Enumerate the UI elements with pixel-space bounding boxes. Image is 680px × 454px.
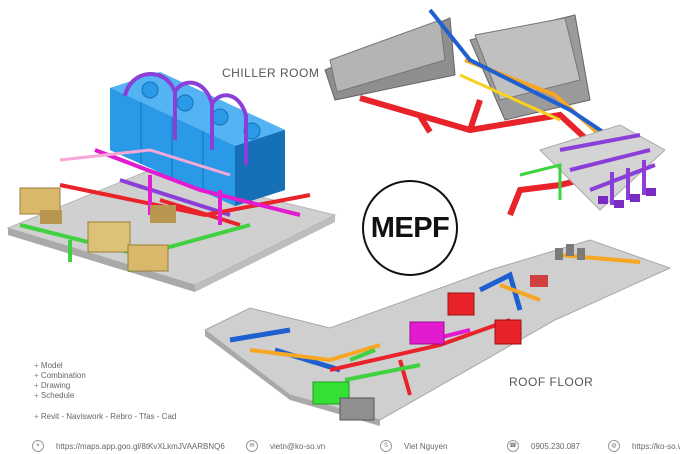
contact-map[interactable]: ⌖ https://maps.app.goo.gl/8tKvXLkmJVAARB… <box>32 440 225 452</box>
pump-units <box>598 188 656 208</box>
tower-grid-right <box>474 17 581 101</box>
contact-phone[interactable]: ☎ 0905.230.087 <box>507 440 580 452</box>
cooling-tower-tanks <box>110 72 285 206</box>
chiller-floor-edge-right <box>195 215 335 292</box>
service-item: Model <box>34 361 86 371</box>
mepf-badge-text: MEPF <box>370 211 450 244</box>
tower-grid-left <box>329 19 446 93</box>
blue-pipe-loop <box>428 8 632 152</box>
roof-small-units <box>530 244 585 287</box>
chiller-floor-edge <box>8 228 195 292</box>
purple-pipe-loop <box>119 72 248 217</box>
roof-green-pipe <box>344 348 421 382</box>
red-pipe-run <box>59 183 311 227</box>
web-link[interactable]: https://ko-so.vn <box>632 441 680 451</box>
red-equipment-right <box>494 319 522 345</box>
mail-icon: ✉ <box>246 440 258 452</box>
contact-skype[interactable]: S Viet Nguyen <box>380 440 447 452</box>
chiller-room-model <box>6 72 337 292</box>
services-list: Model Combination Drawing Schedule <box>34 361 86 401</box>
phone-number[interactable]: 0905.230.087 <box>531 441 580 451</box>
map-link[interactable]: https://maps.app.goo.gl/8tKvXLkmJVAARBNQ… <box>56 441 225 451</box>
chiller-room-title: CHILLER ROOM <box>222 66 320 80</box>
cooling-towers-model <box>324 8 666 217</box>
roof-red-pipe <box>329 318 511 396</box>
skype-name[interactable]: Viet Nguyen <box>404 441 448 451</box>
email-link[interactable]: vietn@ko-so.vn <box>270 441 326 451</box>
software-list: Revit - Naviswork - Rebro - Tfas - Cad <box>34 412 176 421</box>
mepf-badge: MEPF <box>362 180 458 276</box>
roof-floor-title: ROOF FLOOR <box>509 375 594 389</box>
roof-floor-model <box>204 239 672 426</box>
pink-pipe-run <box>59 148 231 177</box>
service-item: Combination <box>34 371 86 381</box>
green-pump-pipe <box>519 163 562 200</box>
chiller-units <box>19 187 176 272</box>
chiller-floor-slab <box>6 169 337 286</box>
purple-pump-pipes <box>559 133 656 205</box>
roof-orange-pipe <box>249 253 641 363</box>
contact-email[interactable]: ✉ vietn@ko-so.vn <box>246 440 325 452</box>
map-pin-icon: ⌖ <box>32 440 44 452</box>
contact-web[interactable]: ◍ https://ko-so.vn <box>608 440 680 452</box>
phone-icon: ☎ <box>507 440 519 452</box>
magenta-equipment <box>409 321 445 345</box>
skype-icon: S <box>380 440 392 452</box>
service-item: Drawing <box>34 381 86 391</box>
globe-icon: ◍ <box>608 440 620 452</box>
yellow-pipe-loop <box>459 73 561 122</box>
service-item: Schedule <box>34 391 86 401</box>
red-equipment-left <box>447 292 475 316</box>
gray-equipment <box>339 397 375 421</box>
contact-footer: ⌖ https://maps.app.goo.gl/8tKvXLkmJVAARB… <box>0 438 680 454</box>
